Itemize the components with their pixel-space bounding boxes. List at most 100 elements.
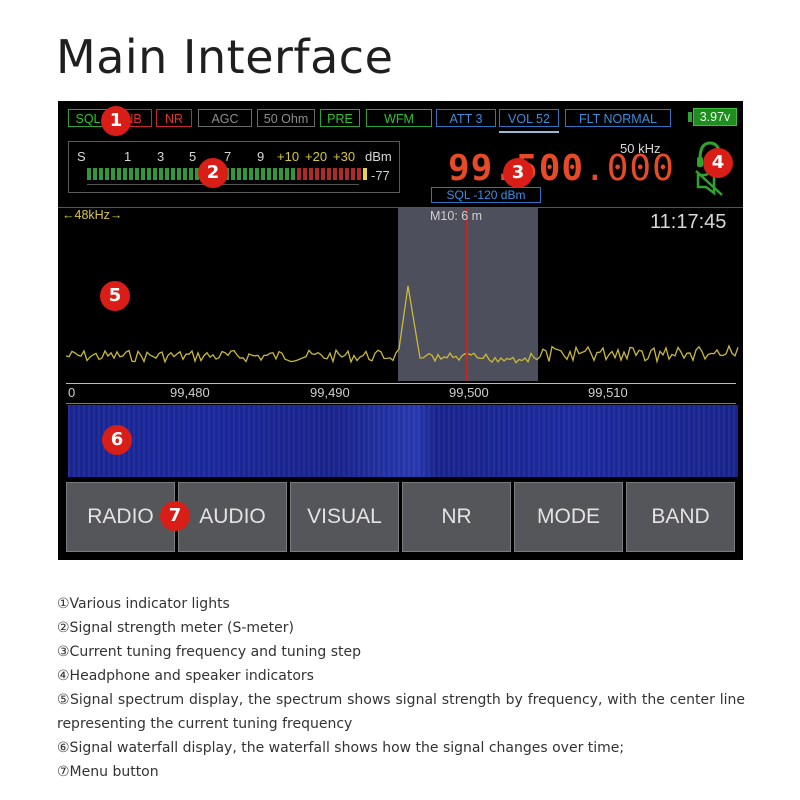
battery-indicator: 3.97v <box>688 108 738 126</box>
smeter-segment <box>303 168 307 180</box>
callout-badge-6: 6 <box>102 425 132 455</box>
squelch-level[interactable]: SQL -120 dBm <box>431 187 541 203</box>
smeter-segment <box>87 168 91 180</box>
axis-tick-label: 99,480 <box>170 385 210 400</box>
indicator-wfm[interactable]: WFM <box>366 109 432 127</box>
battery-icon <box>688 112 692 122</box>
smeter-segment <box>237 168 241 180</box>
smeter-scale-label: S <box>77 149 86 164</box>
band-button[interactable]: BAND <box>626 482 735 552</box>
smeter-segment <box>231 168 235 180</box>
smeter-segment <box>171 168 175 180</box>
smeter-segment <box>105 168 109 180</box>
smeter-segment <box>363 168 367 180</box>
smeter-segment <box>129 168 133 180</box>
legend-item: ④Headphone and speaker indicators <box>57 668 314 684</box>
smeter-scale-label: 7 <box>224 149 232 164</box>
smeter-segment <box>351 168 355 180</box>
smeter-scale-label: +10 <box>277 149 300 164</box>
smeter-segment <box>195 168 199 180</box>
mode-button[interactable]: MODE <box>514 482 623 552</box>
s-meter: S 1 3 5 7 9 +10 +20 +30 dBm -77 <box>68 141 400 193</box>
tuning-center-line <box>466 208 468 381</box>
smeter-segment <box>177 168 181 180</box>
callout-badge-1: 1 <box>101 106 131 136</box>
smeter-segment <box>99 168 103 180</box>
radio-screen: SQL NB NR AGC 50 Ohm PRE WFM ATT 3 VOL 5… <box>58 101 743 560</box>
clock: 11:17:45 <box>650 211 727 233</box>
indicator-impedance[interactable]: 50 Ohm <box>257 109 315 127</box>
legend-item: ③Current tuning frequency and tuning ste… <box>57 644 361 660</box>
legend-item: ①Various indicator lights <box>57 596 230 612</box>
smeter-segment <box>249 168 253 180</box>
callout-badge-7: 7 <box>160 501 190 531</box>
legend-item: ⑤Signal spectrum display, the spectrum s… <box>57 692 745 708</box>
legend-item: ⑦Menu button <box>57 764 159 780</box>
visual-button[interactable]: VISUAL <box>290 482 399 552</box>
smeter-segment <box>357 168 361 180</box>
smeter-segment <box>135 168 139 180</box>
indicator-pre[interactable]: PRE <box>320 109 360 127</box>
smeter-segment <box>267 168 271 180</box>
smeter-segment <box>333 168 337 180</box>
callout-badge-2: 2 <box>198 158 228 188</box>
frequency-display[interactable]: 99.500.000 <box>448 148 675 189</box>
axis-tick-label: 99,490 <box>310 385 350 400</box>
smeter-scale-label: +30 <box>333 149 356 164</box>
smeter-segment <box>123 168 127 180</box>
audio-button[interactable]: AUDIO <box>178 482 287 552</box>
frequency-decimals: .000 <box>584 148 675 189</box>
smeter-segment <box>291 168 295 180</box>
smeter-segment <box>321 168 325 180</box>
axis-tick-label: 99,500 <box>449 385 489 400</box>
smeter-scale-label: 9 <box>257 149 265 164</box>
smeter-segment <box>273 168 277 180</box>
smeter-scale-label: 5 <box>189 149 197 164</box>
smeter-segment <box>327 168 331 180</box>
battery-voltage: 3.97v <box>693 108 737 126</box>
smeter-segment <box>141 168 145 180</box>
smeter-segment <box>255 168 259 180</box>
frequency-axis-bottom <box>66 403 736 404</box>
smeter-segment <box>117 168 121 180</box>
radio-button[interactable]: RADIO <box>66 482 175 552</box>
filter-passband <box>398 208 538 381</box>
indicator-att[interactable]: ATT 3 <box>436 109 496 127</box>
indicator-vol[interactable]: VOL 52 <box>499 109 559 127</box>
smeter-segment <box>147 168 151 180</box>
smeter-segment <box>279 168 283 180</box>
menu-bar: RADIO AUDIO VISUAL NR MODE BAND <box>66 482 735 552</box>
callout-badge-4: 4 <box>703 148 733 178</box>
page-title: Main Interface <box>56 30 394 84</box>
tuning-step[interactable]: 50 kHz <box>620 141 661 156</box>
legend-item: representing the current tuning frequenc… <box>57 716 353 732</box>
indicator-agc[interactable]: AGC <box>198 109 252 127</box>
smeter-scale-label: 1 <box>124 149 132 164</box>
smeter-segment <box>93 168 97 180</box>
smeter-segment <box>345 168 349 180</box>
callout-badge-5: 5 <box>100 281 130 311</box>
legend-item: ⑥Signal waterfall display, the waterfall… <box>57 740 625 756</box>
legend: ①Various indicator lights ②Signal streng… <box>57 592 745 784</box>
speaker-icon <box>696 166 716 196</box>
vol-underline <box>499 131 559 133</box>
smeter-baseline <box>87 184 359 185</box>
axis-tick-label: 99,510 <box>588 385 628 400</box>
waterfall-display[interactable] <box>68 405 738 477</box>
smeter-dbm-value: -77 <box>371 168 390 183</box>
smeter-segment <box>297 168 301 180</box>
smeter-segment <box>159 168 163 180</box>
memory-channel: M10: 6 m <box>430 209 483 223</box>
nr-button[interactable]: NR <box>402 482 511 552</box>
smeter-scale-label: +20 <box>305 149 328 164</box>
indicator-filter[interactable]: FLT NORMAL <box>565 109 671 127</box>
legend-item: ②Signal strength meter (S-meter) <box>57 620 294 636</box>
spectrum-display[interactable] <box>58 208 743 383</box>
smeter-segment <box>339 168 343 180</box>
smeter-segment <box>189 168 193 180</box>
bandwidth-label: ←48kHz→ <box>62 208 123 222</box>
axis-tick-label: 0 <box>68 385 76 400</box>
indicator-nr[interactable]: NR <box>156 109 192 127</box>
smeter-segment <box>183 168 187 180</box>
smeter-segment <box>261 168 265 180</box>
